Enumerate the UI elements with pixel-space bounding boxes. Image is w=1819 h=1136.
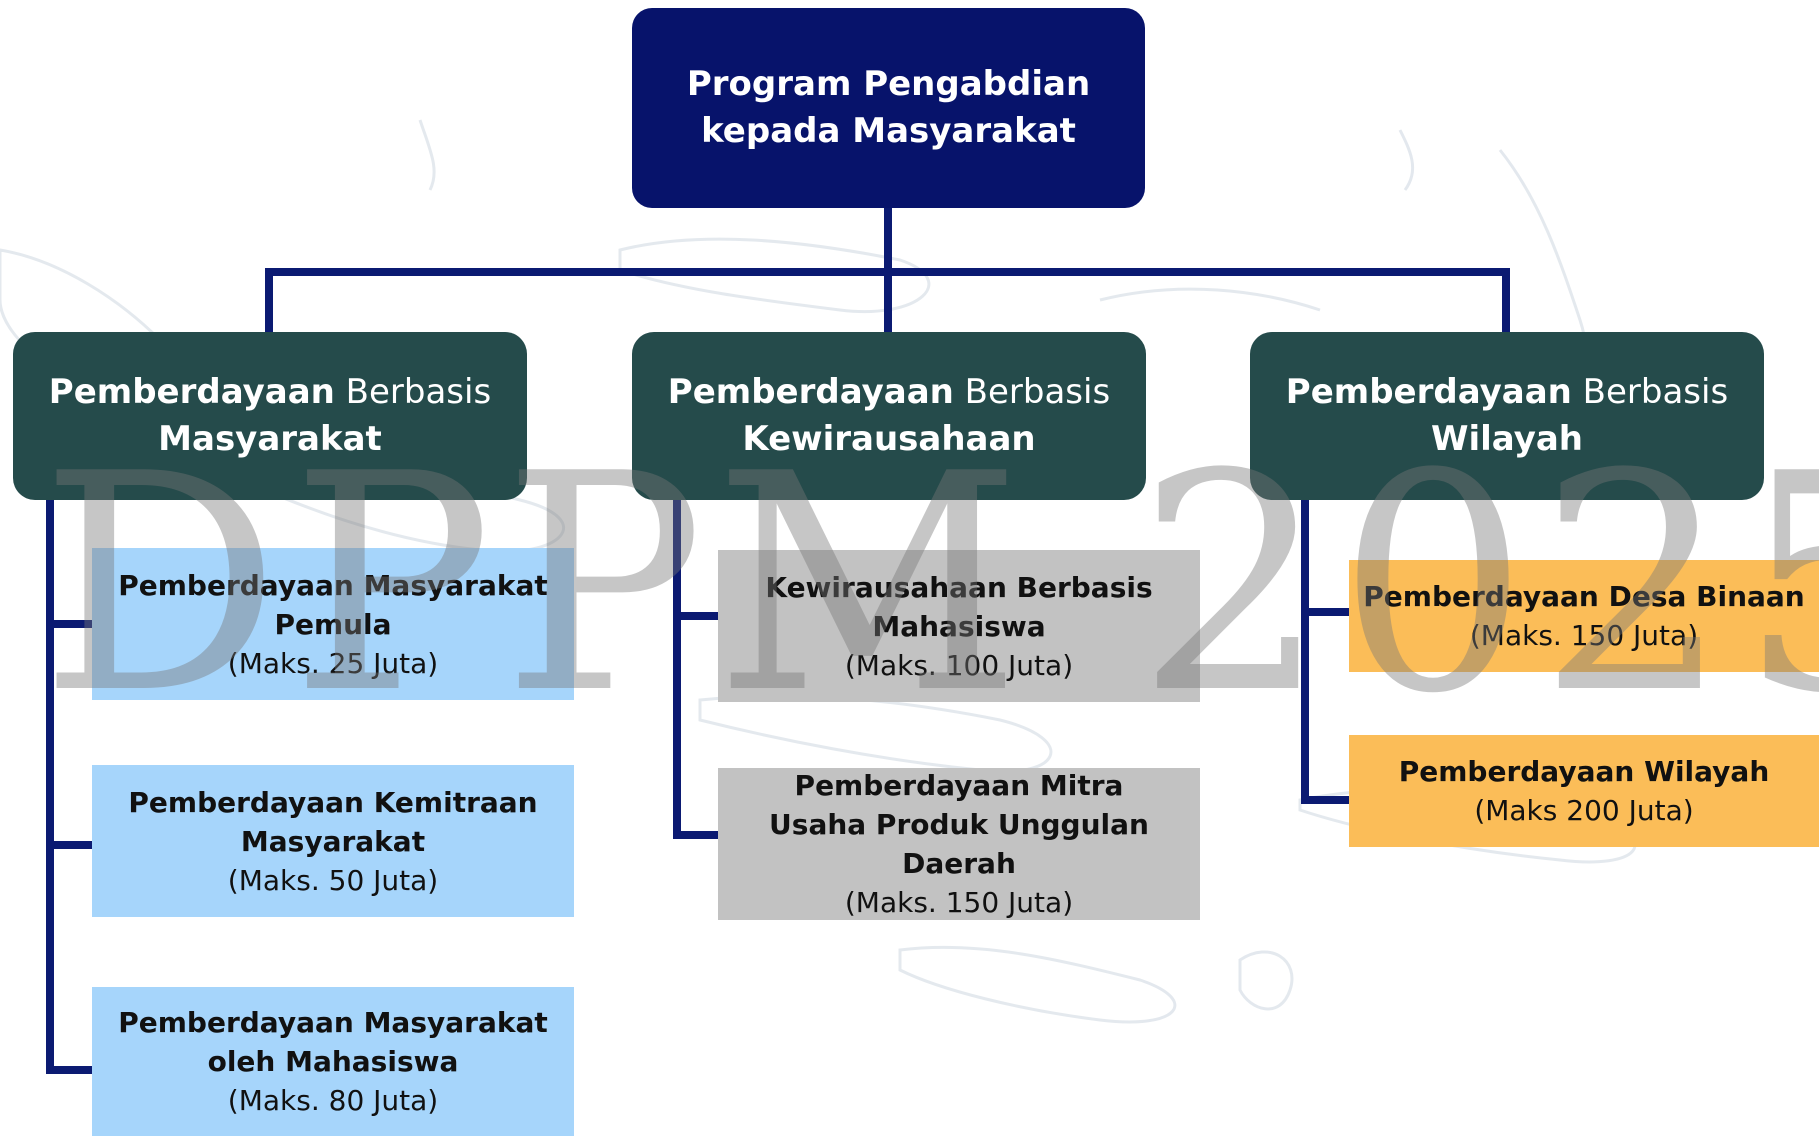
program-pemberdayaan-masyarakat-oleh-mahasiswa: Pemberdayaan Masyarakat oleh Mahasiswa (…: [92, 987, 574, 1136]
root-title-line1: Program Pengabdian: [686, 64, 1091, 104]
program-max-funding: (Maks. 150 Juta): [844, 886, 1074, 919]
program-title: Pemberdayaan Desa Binaan: [1363, 580, 1805, 613]
program-title: Pemberdayaan Kemitraan Masyarakat: [128, 785, 538, 858]
program-max-funding: (Maks. 80 Juta): [227, 1084, 439, 1117]
program-pemberdayaan-wilayah: Pemberdayaan Wilayah (Maks 200 Juta): [1349, 735, 1819, 847]
category-wilayah: Pemberdayaan Berbasis Wilayah: [1250, 332, 1764, 500]
program-max-funding: (Maks. 150 Juta): [1469, 619, 1699, 652]
category-title-line1: Pemberdayaan Berbasis: [1286, 369, 1728, 416]
program-pemberdayaan-mitra-usaha-produk-unggulan-daerah: Pemberdayaan Mitra Usaha Produk Unggulan…: [718, 768, 1200, 920]
category-kewirausahaan: Pemberdayaan Berbasis Kewirausahaan: [632, 332, 1146, 500]
program-pemberdayaan-desa-binaan: Pemberdayaan Desa Binaan (Maks. 150 Juta…: [1349, 560, 1819, 672]
category-title-normal: Berbasis: [345, 372, 492, 412]
program-max-funding: (Maks 200 Juta): [1474, 794, 1694, 827]
category-title-line2: Masyarakat: [158, 419, 382, 459]
program-title: Kewirausahaan Berbasis Mahasiswa: [765, 570, 1153, 643]
program-title: Pemberdayaan Wilayah: [1398, 755, 1770, 788]
program-pemberdayaan-masyarakat-pemula: Pemberdayaan Masyarakat Pemula (Maks. 25…: [92, 548, 574, 700]
category-title-normal: Berbasis: [964, 372, 1111, 412]
category-title-line2: Wilayah: [1430, 419, 1584, 459]
category-title-bold: Pemberdayaan: [48, 372, 335, 412]
program-title: Pemberdayaan Mitra Usaha Produk Unggulan…: [769, 769, 1149, 880]
program-pemberdayaan-kemitraan-masyarakat: Pemberdayaan Kemitraan Masyarakat (Maks.…: [92, 765, 574, 917]
category-title-line1: Pemberdayaan Berbasis: [49, 369, 491, 416]
program-max-funding: (Maks. 25 Juta): [227, 646, 439, 680]
category-masyarakat: Pemberdayaan Berbasis Masyarakat: [13, 332, 527, 500]
program-max-funding: (Maks. 100 Juta): [844, 648, 1074, 682]
root-node-program: Program Pengabdian kepada Masyarakat: [632, 8, 1145, 208]
category-title-bold: Pemberdayaan: [667, 372, 954, 412]
category-title-normal: Berbasis: [1582, 372, 1729, 412]
category-title-line2: Kewirausahaan: [742, 419, 1036, 459]
root-title-line2: kepada Masyarakat: [701, 111, 1076, 151]
program-title: Pemberdayaan Masyarakat Pemula: [118, 568, 548, 641]
program-kewirausahaan-berbasis-mahasiswa: Kewirausahaan Berbasis Mahasiswa (Maks. …: [718, 550, 1200, 702]
category-title-bold: Pemberdayaan: [1285, 372, 1572, 412]
program-title: Pemberdayaan Masyarakat oleh Mahasiswa: [118, 1006, 548, 1078]
category-title-line1: Pemberdayaan Berbasis: [668, 369, 1110, 416]
program-max-funding: (Maks. 50 Juta): [227, 863, 439, 897]
